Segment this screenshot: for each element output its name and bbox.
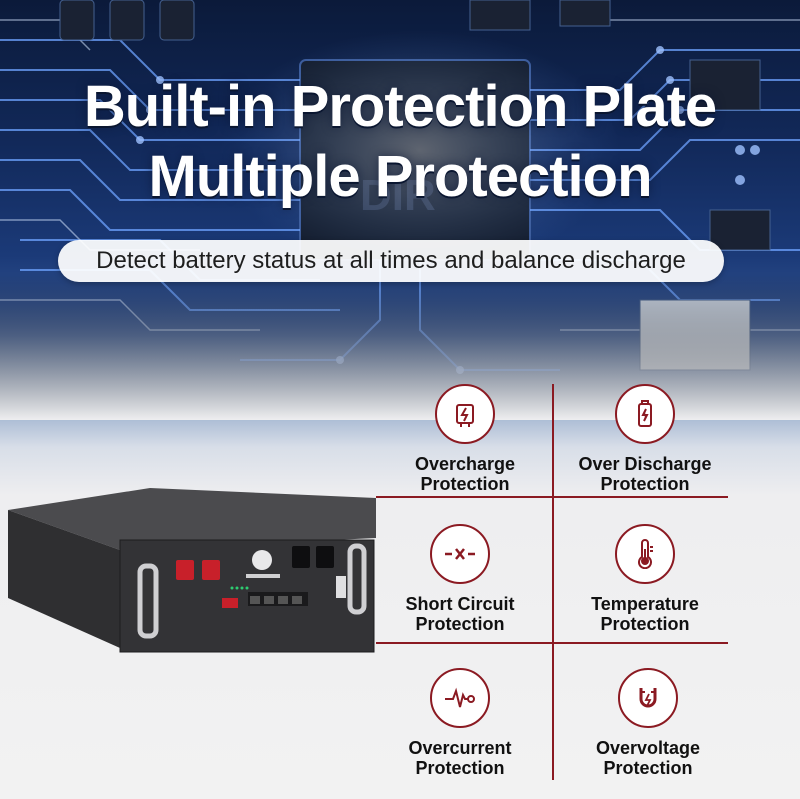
- feature-label: Overcurrent Protection: [408, 738, 512, 778]
- headline-line-2: Multiple Protection: [148, 144, 653, 209]
- magnet-icon: [618, 668, 678, 728]
- feature-overcurrent: Overcurrent Protection: [372, 668, 548, 778]
- feature-short-circuit: Short Circuit Protection: [372, 524, 548, 634]
- current-pulse-icon: [430, 668, 490, 728]
- thermometer-icon: [615, 524, 675, 584]
- subtitle-pill: Detect battery status at all times and b…: [58, 240, 724, 282]
- feature-overcharge: Overcharge Protection: [377, 384, 553, 494]
- feature-label: Over Discharge Protection: [578, 454, 712, 494]
- feature-label: Overcharge Protection: [414, 454, 516, 494]
- feature-overvoltage: Overvoltage Protection: [560, 668, 736, 778]
- short-circuit-icon: [430, 524, 490, 584]
- charge-plug-icon: [435, 384, 495, 444]
- feature-label: Overvoltage Protection: [595, 738, 701, 778]
- battery-module-image: [8, 488, 376, 653]
- battery-charge-icon: [615, 384, 675, 444]
- grid-divider-horizontal: [376, 496, 728, 498]
- feature-label: Temperature Protection: [591, 594, 699, 634]
- grid-divider-vertical: [552, 384, 554, 780]
- headline-line-1: Built-in Protection Plate: [83, 74, 717, 139]
- feature-over-discharge: Over Discharge Protection: [557, 384, 733, 494]
- feature-temperature: Temperature Protection: [557, 524, 733, 634]
- feature-label: Short Circuit Protection: [405, 594, 515, 634]
- circuit-board-background: DIR: [0, 0, 800, 420]
- grid-divider-horizontal: [376, 642, 728, 644]
